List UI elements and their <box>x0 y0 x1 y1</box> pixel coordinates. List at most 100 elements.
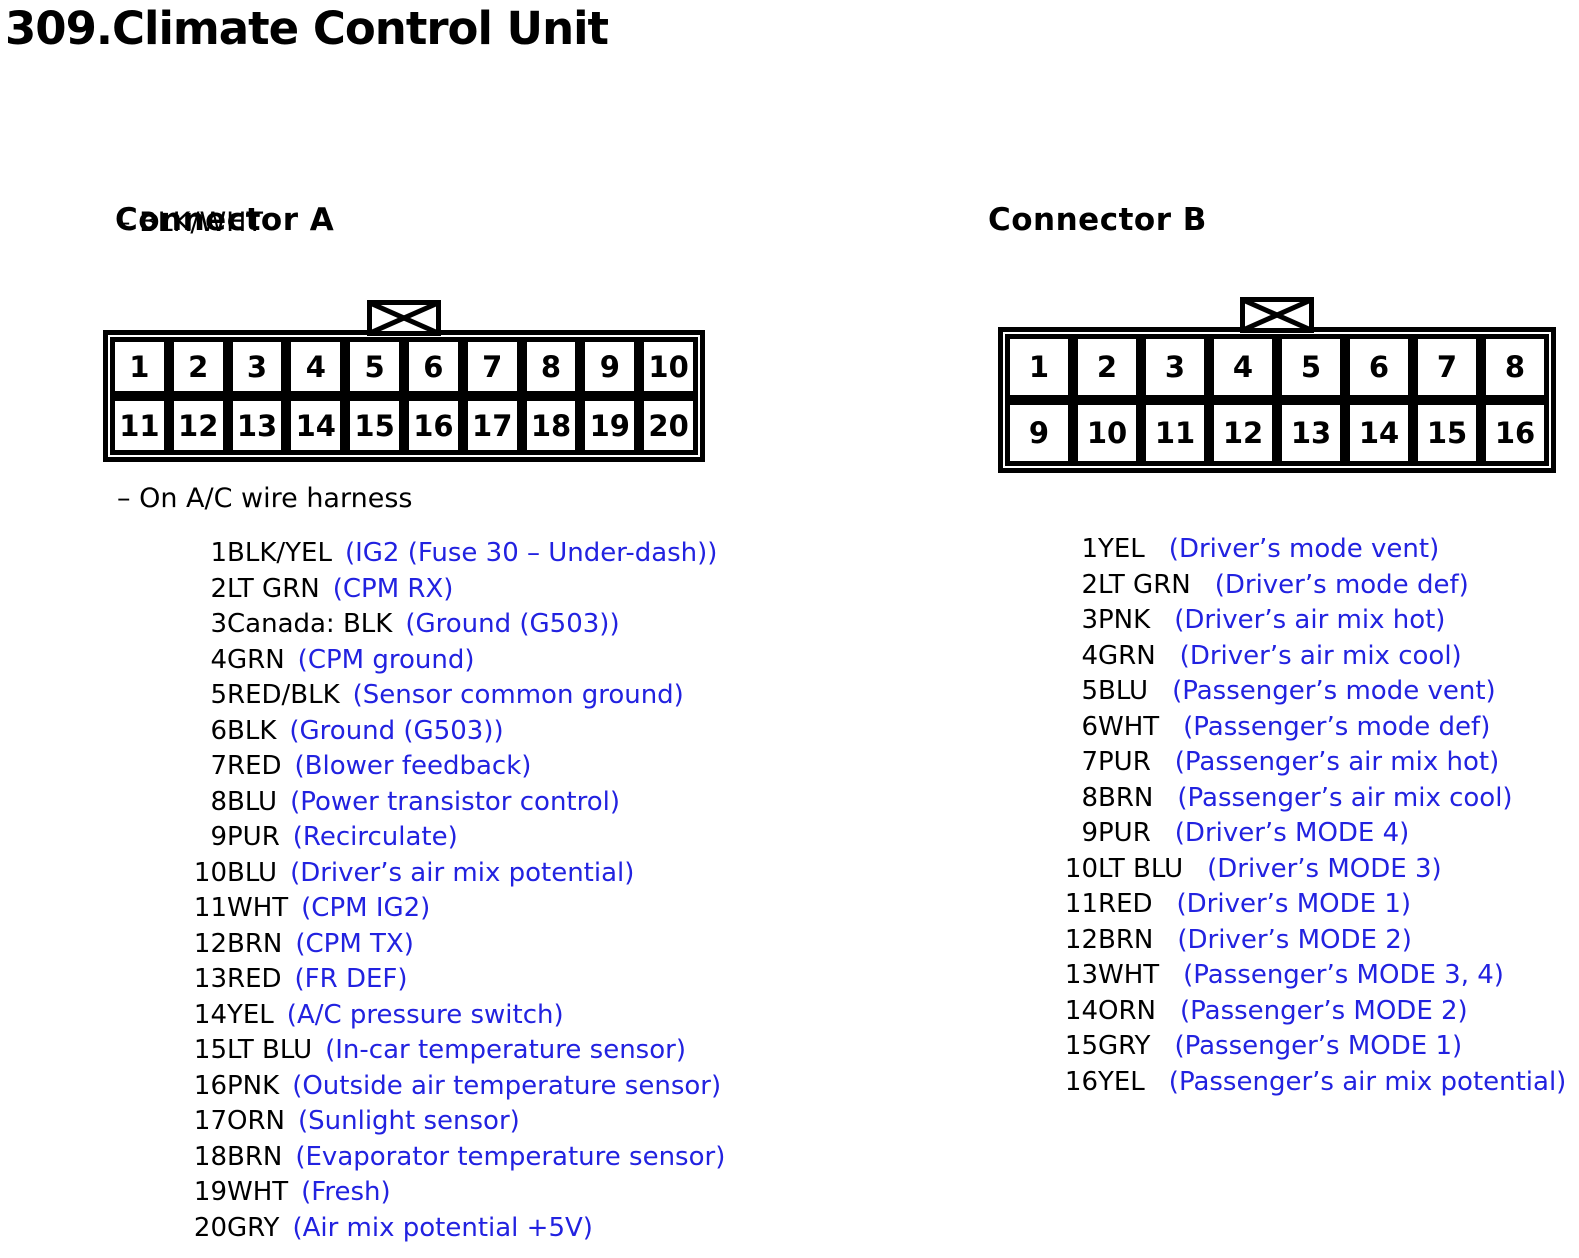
pin-function: (Passenger’s air mix cool) <box>1177 782 1513 813</box>
pin-number: 13 <box>1064 960 1098 990</box>
pin-cell: 12 <box>168 396 228 455</box>
pin-cell: 2 <box>168 337 228 396</box>
pin-wire-color: PNK <box>227 1070 280 1101</box>
pin-number: 20 <box>193 1212 227 1243</box>
pin-number: 6 <box>210 715 227 746</box>
pin-cell: 15 <box>345 396 404 455</box>
pin-cell: 9 <box>580 337 640 396</box>
pin-wire-color: BLK/YEL <box>227 538 332 568</box>
pin-wire-color: BLU <box>227 786 278 817</box>
pin-cell: 3 <box>227 337 287 396</box>
pin-number: 3 <box>210 609 227 639</box>
connector-a-diagram: 1 2 3 4 5 6 7 8 9 10 11 12 <box>103 300 705 462</box>
pin-function: (A/C pressure switch) <box>286 999 564 1030</box>
pin-cell: 1 <box>1005 334 1073 400</box>
connector-key-icon <box>1240 297 1314 333</box>
pin-function: (Sensor common ground) <box>352 680 684 710</box>
pin-number: 2 <box>210 573 227 604</box>
pin-function: (Ground (G503)) <box>289 715 504 746</box>
pin-cell: 8 <box>1481 334 1549 400</box>
pin-cell: 19 <box>580 396 640 455</box>
pin-function: (Outside air temperature sensor) <box>292 1070 722 1101</box>
pin-function: (Driver’s MODE 2) <box>1177 924 1412 955</box>
pin-function: (Driver’s mode def) <box>1214 569 1469 600</box>
pin-number: 19 <box>193 1177 227 1207</box>
pin-wire-color: WHT <box>1098 960 1160 990</box>
pin-cell: 10 <box>1073 400 1141 466</box>
pin-cell: 6 <box>1345 334 1413 400</box>
pin-wire-color: Canada: BLK <box>227 609 393 639</box>
pin-wire-color: LT BLU <box>1098 853 1184 884</box>
pin-number: 16 <box>1064 1066 1098 1097</box>
pin-number: 9 <box>210 822 227 852</box>
pin-function: (Air mix potential +5V) <box>292 1212 593 1243</box>
pin-function: (Ground (G503)) <box>405 609 620 639</box>
pin-function: (CPM IG2) <box>301 893 431 923</box>
pin-function: (CPM RX) <box>332 573 454 604</box>
pin-cell: 12 <box>1209 400 1277 466</box>
pin-wire-color: BRN <box>1098 924 1154 955</box>
pin-number: 16 <box>193 1070 227 1101</box>
pin-wire-color: PUR <box>1098 818 1151 848</box>
pin-number: 8 <box>1081 782 1098 813</box>
pin-cell: 7 <box>1413 334 1481 400</box>
pin-cell: 11 <box>110 396 169 455</box>
pin-cell: 6 <box>403 337 463 396</box>
pin-function: (Passenger’s mode def) <box>1183 711 1491 742</box>
pin-function: (In-car temperature sensor) <box>325 1035 686 1065</box>
pin-function: (Driver’s air mix hot) <box>1174 605 1446 635</box>
pin-number: 14 <box>1064 995 1098 1026</box>
pin-wire-color: ORN <box>1098 995 1156 1026</box>
pin-number: 7 <box>210 751 227 781</box>
pin-wire-color: ORN <box>227 1106 285 1136</box>
pin-wire-color: BLU <box>1098 676 1149 706</box>
pin-cell: 7 <box>462 337 522 396</box>
pin-cell: 4 <box>286 337 346 396</box>
pin-number: 6 <box>1081 711 1098 742</box>
pin-cell: 20 <box>639 396 698 455</box>
pin-number: 15 <box>193 1035 227 1065</box>
note-item: – BLK/WHT <box>117 207 263 238</box>
pin-wire-color: BLU <box>227 857 278 888</box>
pin-function: (Blower feedback) <box>294 751 532 781</box>
pin-function: (Driver’s air mix cool) <box>1179 640 1462 671</box>
pin-number: 10 <box>193 857 227 888</box>
pin-function: (Driver’s MODE 4) <box>1174 818 1410 848</box>
pin-cell: 1 <box>110 337 169 396</box>
pin-number: 10 <box>1064 853 1098 884</box>
pin-wire-color: PUR <box>1098 747 1151 777</box>
pin-function: (Passenger’s MODE 2) <box>1179 995 1468 1026</box>
pin-wire-color: BRN <box>227 928 283 959</box>
pin-wire-color: GRN <box>1098 640 1156 671</box>
pin-function: (Passenger’s air mix hot) <box>1174 747 1500 777</box>
pin-cell: 5 <box>1277 334 1345 400</box>
pin-number: 11 <box>193 893 227 923</box>
pin-wire-color: YEL <box>1098 534 1145 564</box>
pin-number: 4 <box>210 644 227 675</box>
pin-number: 14 <box>193 999 227 1030</box>
pin-number: 3 <box>1081 605 1098 635</box>
pin-wire-color: WHT <box>227 1177 289 1207</box>
pin-function: (Fresh) <box>301 1177 391 1207</box>
